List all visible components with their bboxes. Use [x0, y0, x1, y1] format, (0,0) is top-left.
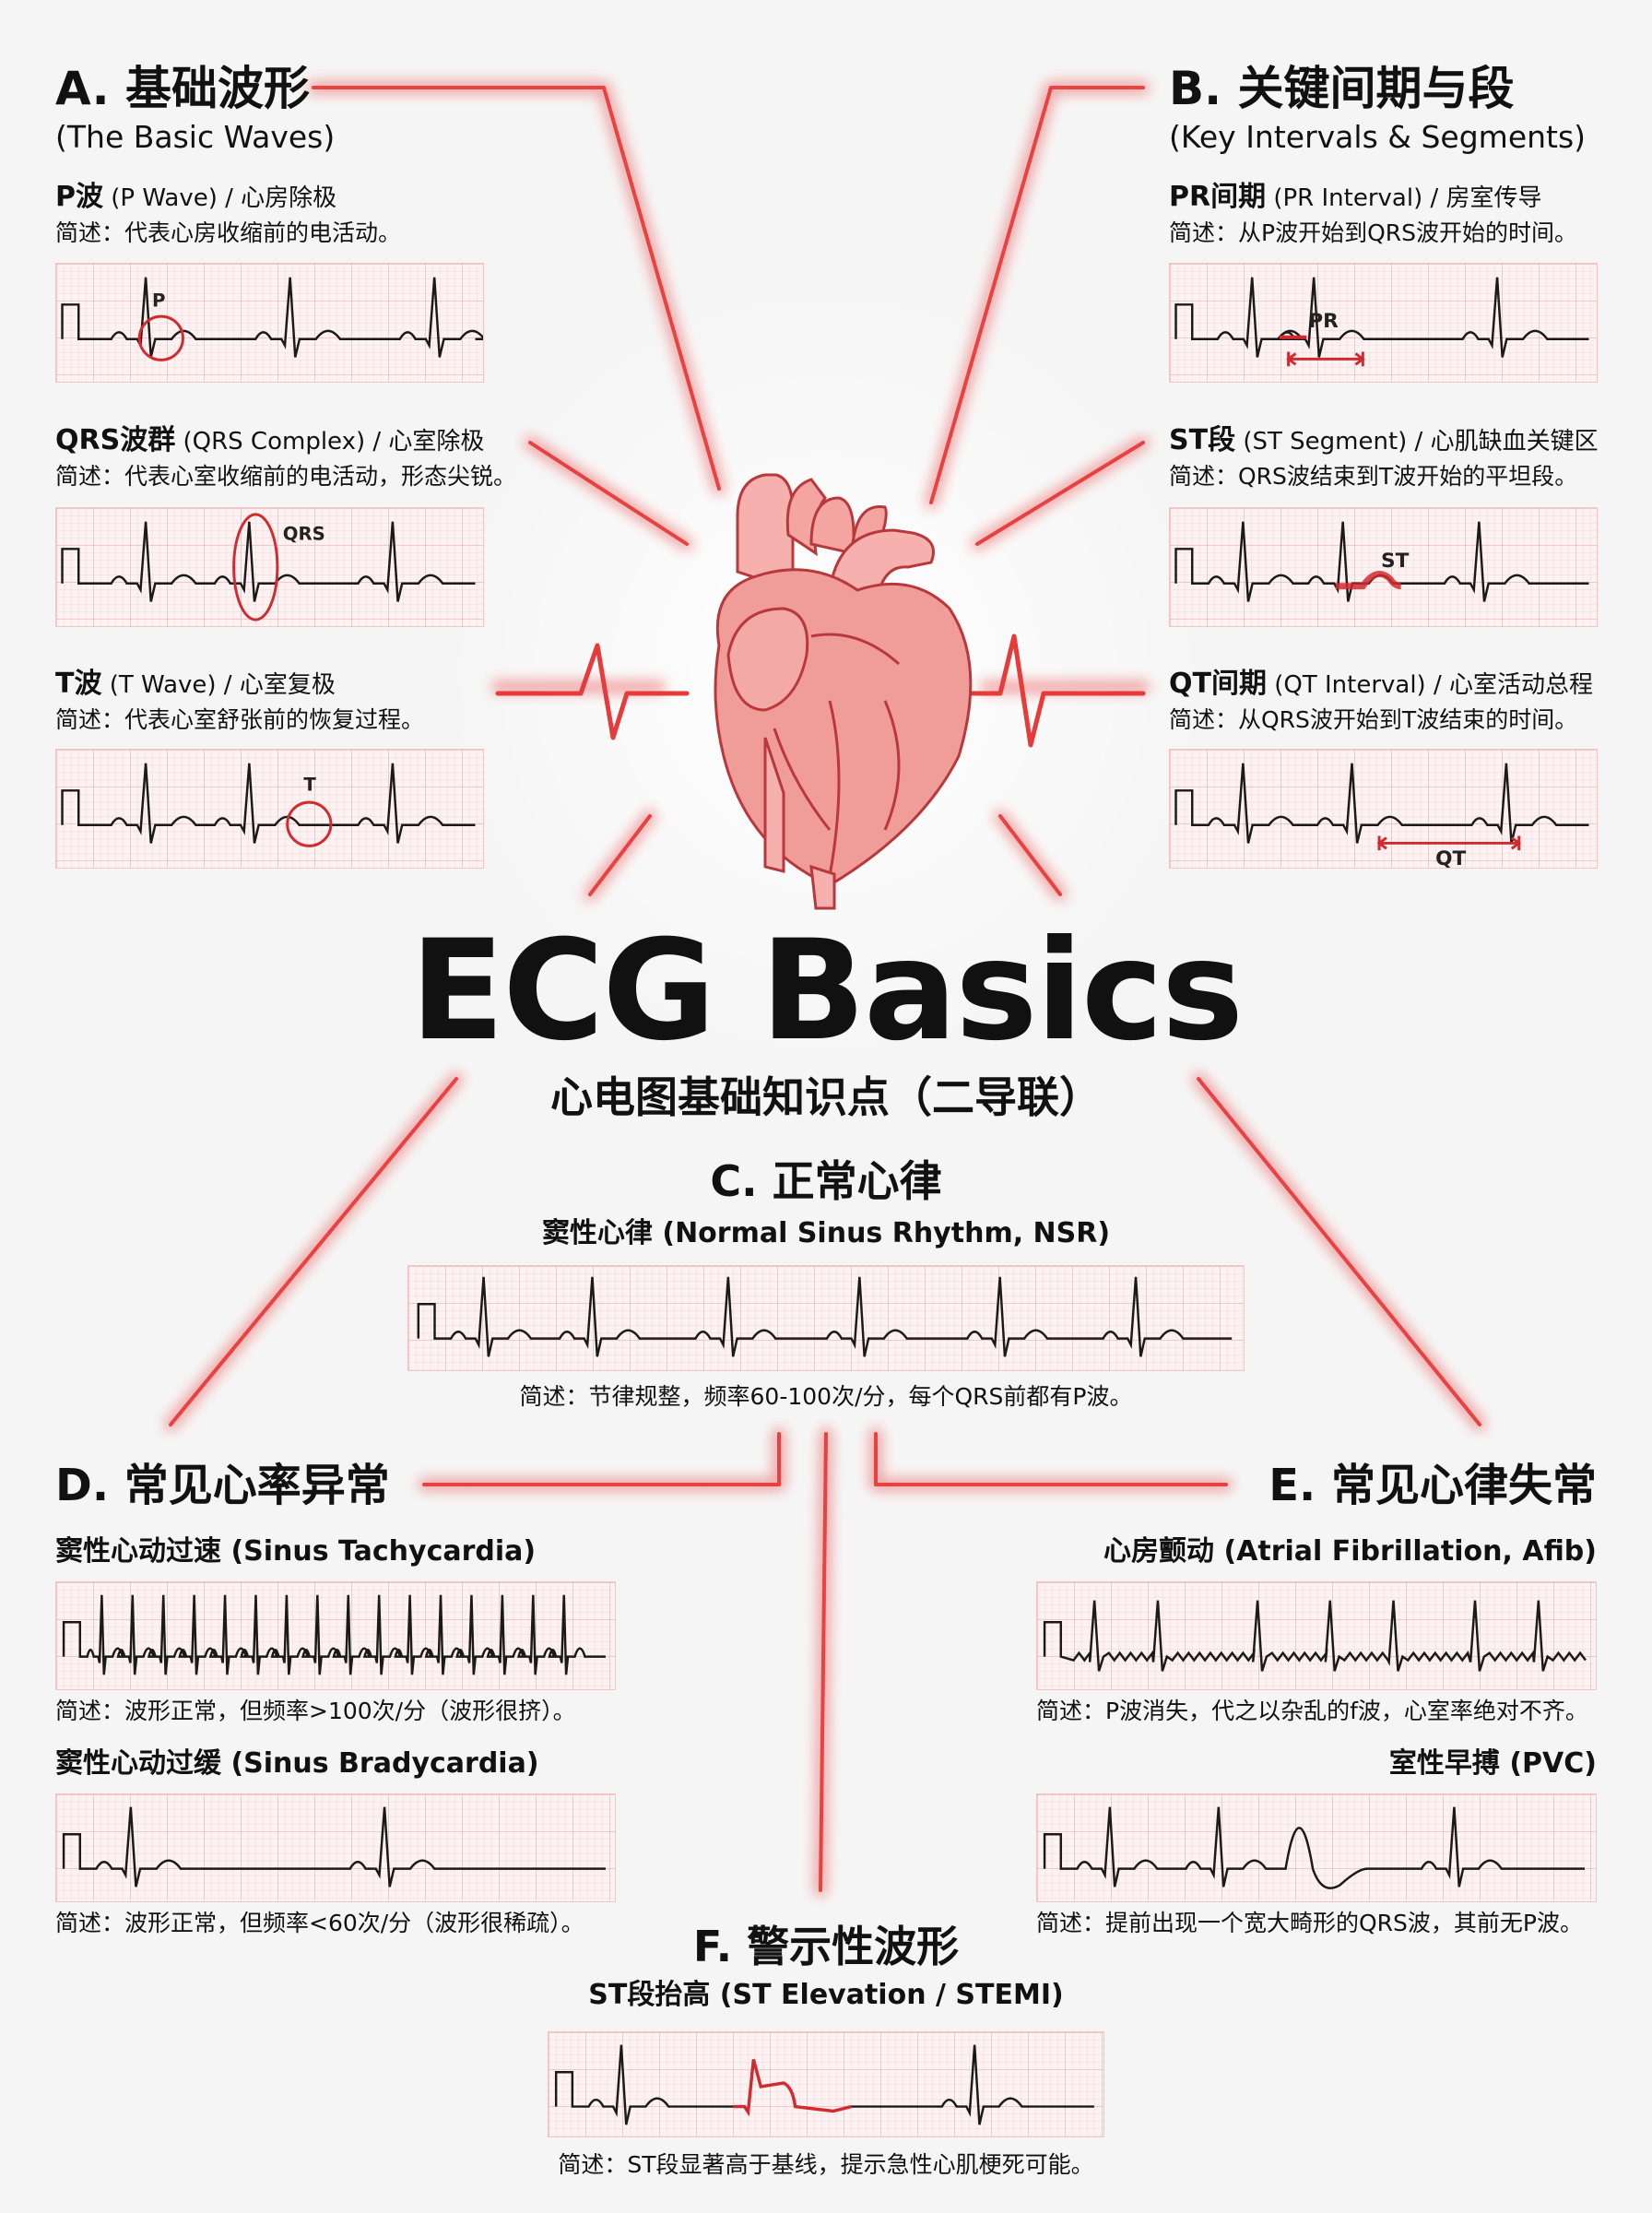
section-f-desc: 简述：ST段显著高于基线，提示急性心肌梗死可能。: [558, 2151, 1094, 2178]
label-qrs: QRS: [283, 523, 325, 544]
item-qrs-en: (QRS Complex) / 心室除极: [175, 428, 485, 456]
item-tachycardia: 窦性心动过速 (Sinus Tachycardia): [55, 1533, 536, 1570]
ecg-trace: QRS: [61, 513, 476, 621]
section-a-header: A. 基础波形 (The Basic Waves): [55, 60, 335, 158]
ecg-strip-st-elevation: [548, 2031, 1104, 2137]
section-d-header: D. 常见心率异常: [55, 1457, 390, 1514]
ecg-trace: [62, 1594, 606, 1675]
page-title: ECG Basics: [409, 911, 1244, 1071]
ecg-trace: [1043, 1806, 1585, 1889]
section-c-desc-wrap: 简述：节律规整，频率60-100次/分，每个QRS前都有P波。: [411, 1380, 1241, 1414]
item-afib-desc-wrap: 简述：P波消失，代之以杂乱的f波，心室率绝对不齐。: [1036, 1695, 1588, 1728]
label-t: T: [303, 774, 316, 795]
label-st: ST: [1381, 550, 1410, 573]
item-qt-en: (QT Interval) / 心室活动总程: [1266, 671, 1593, 699]
section-e-title: E. 常见心律失常: [1268, 1460, 1597, 1511]
label-pr: PR: [1308, 310, 1339, 333]
item-qrs-name: QRS波群: [55, 424, 176, 456]
ecg-strip-t-wave: T: [55, 749, 484, 869]
ecg-strip-pr: PR: [1169, 263, 1598, 383]
heart-illustration: [714, 473, 973, 910]
item-bradycardia-desc-wrap: 简述：波形正常，但频率<60次/分（波形很稀疏）。: [55, 1907, 584, 1940]
item-pr-en: (PR Interval) / 房室传导: [1266, 184, 1542, 212]
item-st-desc: 简述：QRS波结束到T波开始的平坦段。: [1169, 463, 1578, 490]
item-tachycardia-desc: 简述：波形正常，但频率>100次/分（波形很挤）。: [55, 1698, 576, 1724]
ecg-strip-afib: [1036, 1581, 1597, 1690]
item-qrs-complex: QRS波群 (QRS Complex) / 心室除极 简述：代表心室收缩前的电活…: [55, 422, 516, 493]
section-f-desc-wrap: 简述：ST段显著高于基线，提示急性心肌梗死可能。: [503, 2148, 1149, 2182]
ecg-trace: [554, 2044, 1094, 2125]
section-f-title: F. 警示性波形: [692, 1922, 960, 1971]
item-pvc: 室性早搏 (PVC): [1389, 1746, 1597, 1782]
item-st-en: (ST Segment) / 心肌缺血关键区: [1235, 428, 1599, 456]
item-bradycardia-desc: 简述：波形正常，但频率<60次/分（波形很稀疏）。: [55, 1910, 584, 1936]
ecg-strip-bradycardia: [55, 1793, 616, 1902]
ecg-strip-st: ST: [1169, 507, 1598, 627]
item-afib-name: 心房颤动 (Atrial Fibrillation, Afib): [1103, 1535, 1597, 1568]
item-qt-interval: QT间期 (QT Interval) / 心室活动总程 简述：从QRS波开始到T…: [1169, 666, 1593, 737]
ecg-trace: [1043, 1600, 1587, 1672]
item-t-wave-en: (T Wave) / 心室复极: [101, 671, 336, 699]
ecg-trace: [417, 1276, 1233, 1357]
item-qt-name: QT间期: [1169, 668, 1267, 700]
item-p-wave: P波 (P Wave) / 心房除极 简述：代表心房收缩前的电活动。: [55, 179, 401, 250]
item-t-wave: T波 (T Wave) / 心室复极 简述：代表心室舒张前的恢复过程。: [55, 666, 424, 737]
item-afib-desc: 简述：P波消失，代之以杂乱的f波，心室率绝对不齐。: [1036, 1698, 1588, 1724]
item-pr-desc: 简述：从P波开始到QRS波开始的时间。: [1169, 219, 1577, 246]
section-d-title: D. 常见心率异常: [55, 1460, 390, 1511]
label-p: P: [152, 290, 165, 311]
ecg-strip-nsr: [407, 1265, 1245, 1371]
item-tachycardia-desc-wrap: 简述：波形正常，但频率>100次/分（波形很挤）。: [55, 1695, 576, 1728]
section-a-subtitle: (The Basic Waves): [55, 119, 336, 155]
item-tachycardia-name: 窦性心动过速 (Sinus Tachycardia): [55, 1535, 537, 1568]
ecg-strip-qrs: QRS: [55, 507, 484, 627]
label-qt: QT: [1435, 847, 1466, 868]
section-c-title: C. 正常心律: [710, 1156, 942, 1206]
section-b-header: B. 关键间期与段 (Key Intervals & Segments): [1169, 60, 1586, 158]
section-f-item: ST段抬高 (ST Elevation / STEMI): [588, 1979, 1064, 2011]
item-pvc-name: 室性早搏 (PVC): [1388, 1747, 1597, 1780]
item-t-wave-desc: 简述：代表心室舒张前的恢复过程。: [55, 706, 425, 733]
item-st-segment: ST段 (ST Segment) / 心肌缺血关键区 简述：QRS波结束到T波开…: [1169, 422, 1599, 493]
item-afib: 心房颤动 (Atrial Fibrillation, Afib): [1103, 1533, 1597, 1570]
section-c-header: C. 正常心律 窦性心律 (Normal Sinus Rhythm, NSR): [411, 1153, 1241, 1252]
ecg-trace: T: [61, 763, 476, 847]
connector-lines: [164, 81, 1486, 1897]
section-f-header: F. 警示性波形 ST段抬高 (ST Elevation / STEMI): [503, 1918, 1149, 2014]
ecg-strip-pvc: [1036, 1793, 1597, 1902]
item-bradycardia-name: 窦性心动过缓 (Sinus Bradycardia): [55, 1747, 539, 1780]
ecg-trace: ST: [1174, 521, 1589, 602]
ecg-trace: QT: [1174, 763, 1589, 868]
item-qt-desc: 简述：从QRS波开始到T波结束的时间。: [1169, 706, 1578, 733]
ecg-strip-tachycardia: [55, 1581, 616, 1690]
ecg-trace: PR: [1174, 277, 1589, 367]
section-b-title: B. 关键间期与段: [1169, 62, 1515, 115]
ecg-strip-qt: QT: [1169, 749, 1598, 869]
item-p-wave-en: (P Wave) / 心房除极: [103, 184, 337, 212]
ecg-trace: P: [61, 277, 483, 361]
item-pr-name: PR间期: [1169, 181, 1267, 213]
item-p-wave-desc: 简述：代表心房收缩前的电活动。: [55, 219, 402, 246]
ecg-strip-p-wave: P: [55, 263, 484, 383]
item-p-wave-name: P波: [55, 181, 103, 213]
item-st-name: ST段: [1169, 424, 1236, 456]
section-c-desc: 简述：节律规整，频率60-100次/分，每个QRS前都有P波。: [519, 1383, 1133, 1410]
item-pvc-desc-wrap: 简述：提前出现一个宽大畸形的QRS波，其前无P波。: [1036, 1907, 1583, 1940]
item-bradycardia: 窦性心动过缓 (Sinus Bradycardia): [55, 1746, 539, 1782]
item-t-wave-name: T波: [55, 668, 102, 700]
section-c-item: 窦性心律 (Normal Sinus Rhythm, NSR): [541, 1217, 1111, 1249]
item-pr-interval: PR间期 (PR Interval) / 房室传导 简述：从P波开始到QRS波开…: [1169, 179, 1577, 250]
item-qrs-desc: 简述：代表心室收缩前的电活动，形态尖锐。: [55, 463, 517, 490]
section-a-title: A. 基础波形: [55, 62, 311, 115]
section-b-subtitle: (Key Intervals & Segments): [1169, 119, 1587, 155]
item-pvc-desc: 简述：提前出现一个宽大畸形的QRS波，其前无P波。: [1036, 1910, 1583, 1936]
page-subtitle: 心电图基础知识点（二导联）: [550, 1072, 1102, 1122]
ecg-trace: [62, 1806, 606, 1888]
section-e-header: E. 常见心律失常: [1268, 1457, 1597, 1514]
